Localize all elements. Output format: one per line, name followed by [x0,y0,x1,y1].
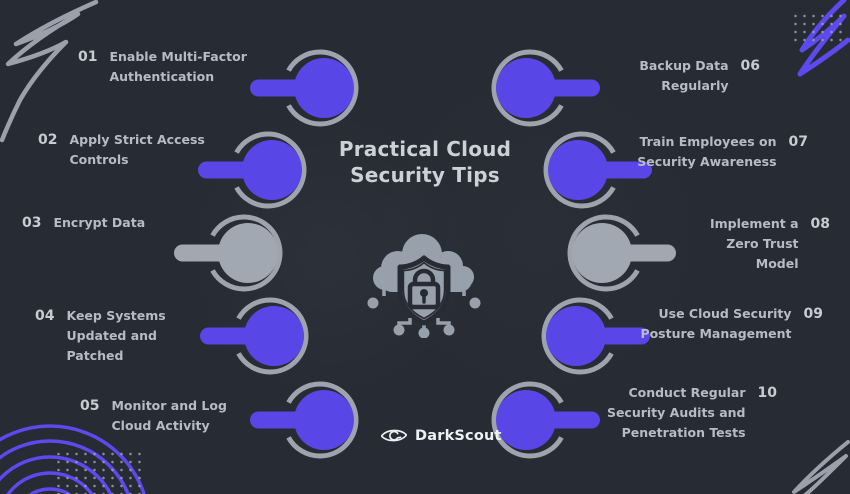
tip-text-line: Security Awareness [637,154,777,169]
tip-text-line: Enable Multi-Factor [109,49,247,64]
brand-name: DarkScout [415,427,502,444]
tip-item-03: 03 Encrypt Data [22,213,145,233]
tip-text-line: Posture Management [640,326,792,341]
tip-text-line: Apply Strict Access [69,132,205,147]
tip-number: 01 [78,49,98,65]
tip-text-line: Regularly [661,78,729,93]
tip-number: 03 [22,215,42,231]
page-title: Practical Cloud Security Tips [275,136,575,188]
dot-grid-pattern [791,12,843,44]
tip-badge-icon [194,290,318,382]
tip-badge-icon [558,207,682,299]
tip-text-line: Cloud Activity [111,418,210,433]
tip-item-02: 02 Apply Strict Access Controls [38,130,205,170]
tip-text-line: Use Cloud Security [658,306,792,321]
tip-text-line: Keep Systems [66,308,166,323]
tip-item-04: 04 Keep Systems Updated and Patched [35,306,166,366]
cloud-shield-lock-icon [367,234,481,338]
tip-badge-icon [532,290,656,382]
tip-text-line: Authentication [109,69,215,84]
dot-grid-pattern [54,450,146,494]
tip-text-line: Encrypt Data [53,215,146,230]
tip-badge-icon [168,207,292,299]
tip-item-01: 01 Enable Multi-Factor Authentication [78,47,247,87]
tip-text-line: Backup Data [639,58,729,73]
tip-number: 05 [80,398,100,414]
tip-text-line: Patched [66,348,124,363]
brand-logo: DarkScout [380,425,502,446]
tip-badge-icon [482,374,606,466]
tip-number: 07 [788,134,808,150]
tip-text-line: Conduct Regular [628,385,746,400]
tip-badge-icon [244,42,368,134]
page-title-line1: Practical Cloud [338,137,512,161]
padlock [407,268,441,310]
tip-badge-icon [192,124,316,216]
tip-text-line: Implement a [709,216,799,231]
circuit-nodes [367,297,481,338]
tip-number: 02 [38,132,58,148]
tip-text-line: Model [755,256,799,271]
tip-item-10: Conduct Regular Security Audits and Pene… [607,383,777,443]
tip-text-line: Train Employees on [639,134,777,149]
tip-text-line: Zero Trust [726,236,799,251]
shield-inner-line [402,261,446,320]
tip-item-09: Use Cloud Security Posture Management 09 [640,304,823,344]
tip-badge-icon [244,374,368,466]
tip-number: 06 [740,58,760,74]
tip-badge-icon [482,42,606,134]
tip-text-line: Updated and [66,328,157,343]
tip-item-07: Train Employees on Security Awareness 07 [637,132,808,172]
tip-number: 08 [810,216,830,232]
tip-text-line: Penetration Tests [621,425,746,440]
tip-text-line: Monitor and Log [111,398,227,413]
tip-number: 10 [757,385,777,401]
page-title-line2: Security Tips [350,163,500,187]
tip-text-line: Security Audits and [606,405,746,420]
tip-number: 09 [803,306,823,322]
scribble-icon [792,440,850,494]
eye-orbit-icon [381,429,407,442]
tip-item-06: Backup Data Regularly 06 [639,56,760,96]
tip-item-05: 05 Monitor and Log Cloud Activity [80,396,227,436]
tip-text-line: Controls [69,152,129,167]
tip-number: 04 [35,308,55,324]
tip-item-08: Implement a Zero Trust Model 08 [710,214,830,274]
